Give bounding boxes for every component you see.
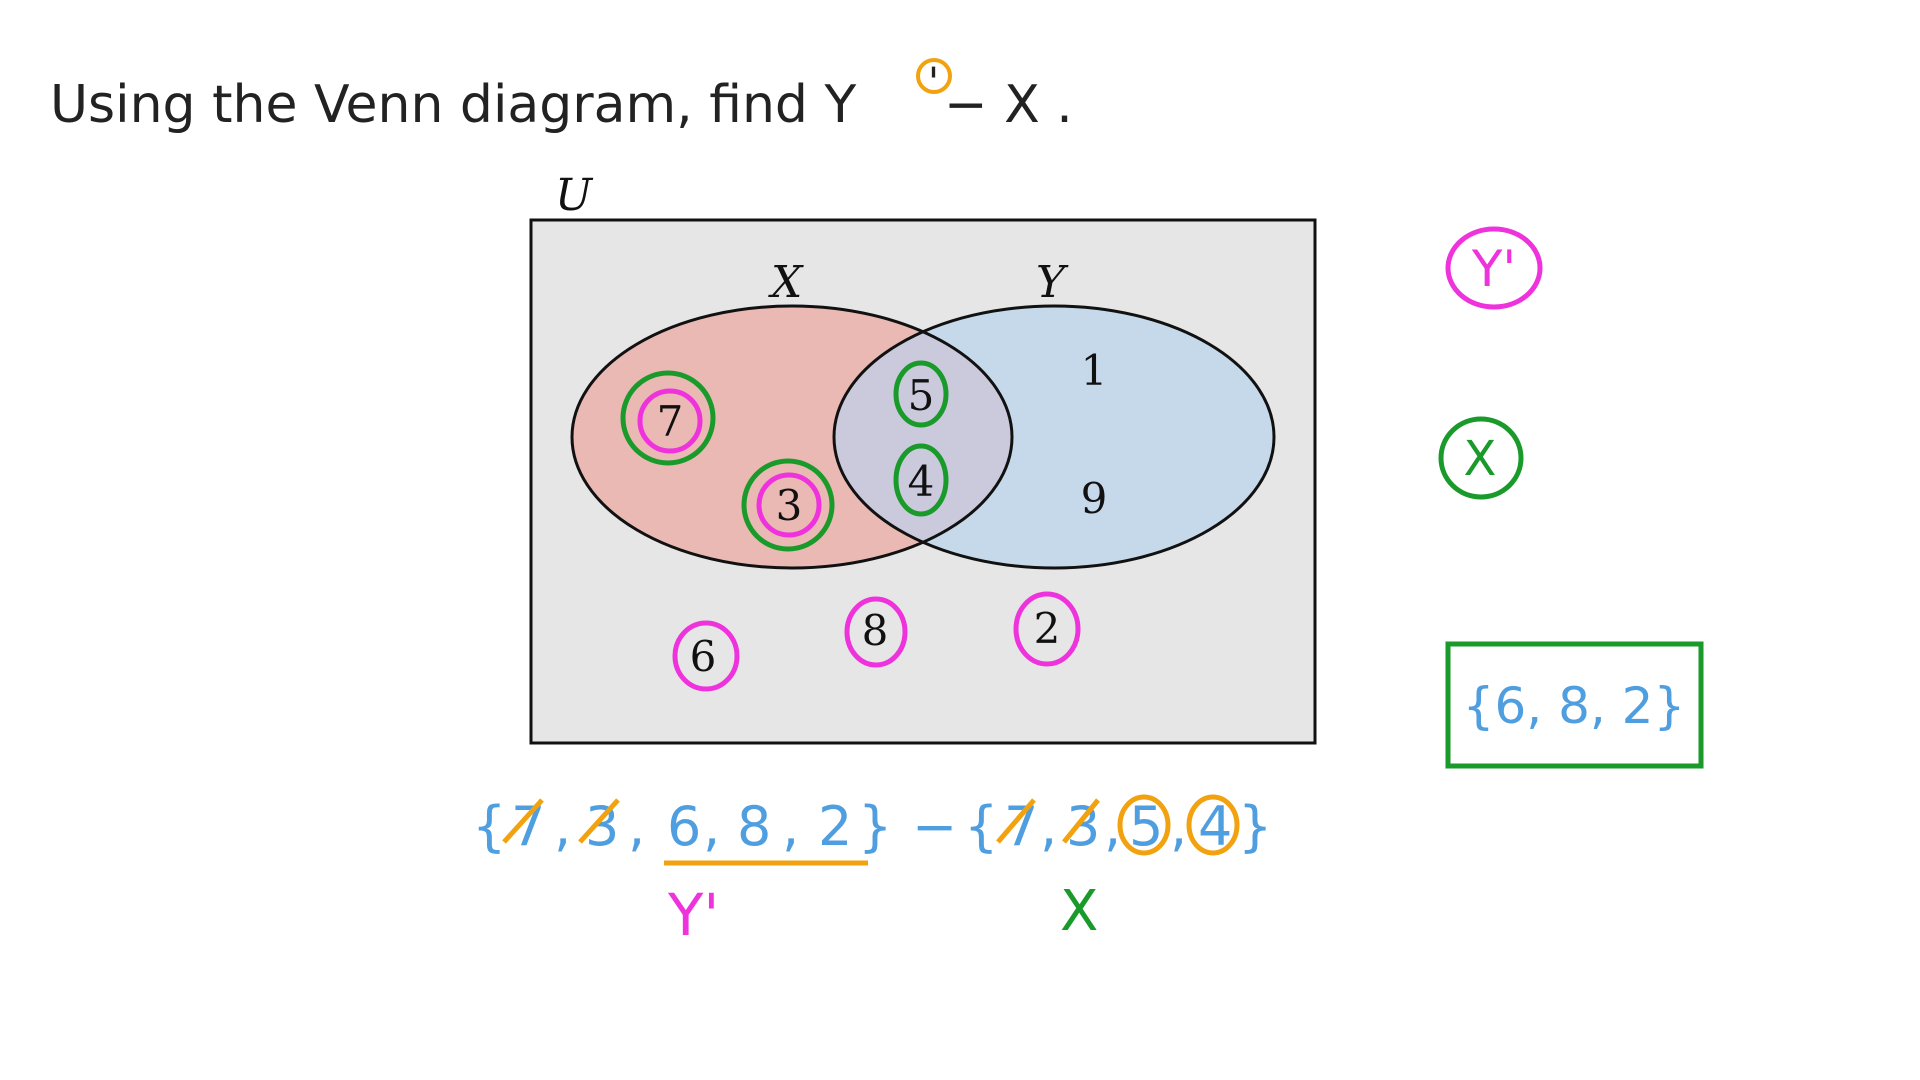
element-3: 3 bbox=[741, 458, 835, 552]
answer-box-frame bbox=[1445, 641, 1704, 769]
element-value: 6 bbox=[690, 632, 717, 681]
question-title: Using the Venn diagram, find Y ' − X . bbox=[50, 58, 1073, 135]
magenta-circle-annotation bbox=[756, 472, 822, 538]
magenta-circle-annotation bbox=[1013, 591, 1081, 667]
caption-x: X bbox=[1060, 879, 1098, 944]
working-line: { 7 , 3 , 6 , 8 , 2 } − { 7 , 3 , 5 , 4 … bbox=[472, 794, 1272, 949]
element-4: 4 bbox=[893, 443, 949, 517]
left-kept-2: 2 bbox=[818, 795, 852, 858]
orange-circle-annotation bbox=[1117, 794, 1171, 856]
universe-label: U bbox=[555, 170, 594, 221]
y-prime-tag-text: Y' bbox=[1471, 240, 1516, 298]
strike-mark bbox=[502, 798, 544, 844]
right-open-brace: { bbox=[964, 795, 998, 858]
question-prime: ' bbox=[928, 60, 939, 106]
magenta-circle-annotation bbox=[672, 620, 740, 692]
element-8: 8 bbox=[844, 596, 908, 668]
minus-sign: − bbox=[912, 795, 957, 858]
x-tag-text: X bbox=[1464, 431, 1497, 487]
answer-box-text: {6, 8, 2} bbox=[1463, 677, 1686, 735]
element-7: 7 bbox=[620, 370, 716, 466]
answer-box: {6, 8, 2} bbox=[1445, 641, 1704, 769]
element-value: 7 bbox=[657, 397, 684, 446]
element-value: 2 bbox=[1034, 604, 1061, 653]
element-value: 3 bbox=[776, 481, 803, 530]
orange-circle-annotation bbox=[1186, 794, 1240, 856]
green-circle-annotation bbox=[741, 458, 835, 552]
green-circle-annotation bbox=[620, 370, 716, 466]
separator-comma: , bbox=[1040, 795, 1057, 858]
left-open-brace: { bbox=[472, 795, 506, 858]
left-kept-6: 6 bbox=[667, 795, 701, 858]
strike-mark bbox=[578, 798, 620, 844]
element-value: 4 bbox=[908, 457, 935, 506]
strike-mark bbox=[996, 798, 1036, 844]
intersection-region bbox=[834, 306, 1012, 568]
element-value: 8 bbox=[862, 606, 889, 655]
caption-y-prime: Y' bbox=[667, 881, 719, 949]
left-close-brace: } bbox=[858, 795, 892, 858]
question-suffix: − X . bbox=[944, 75, 1073, 135]
element-2: 2 bbox=[1013, 591, 1081, 667]
element-5: 5 bbox=[893, 360, 949, 428]
separator-comma: , bbox=[628, 795, 645, 858]
separator-comma: , bbox=[554, 795, 571, 858]
x-tag: X bbox=[1438, 416, 1524, 500]
right-circled-4: 4 bbox=[1198, 795, 1232, 858]
right-circled-5: 5 bbox=[1129, 795, 1163, 858]
y-prime-tag: Y' bbox=[1445, 226, 1543, 310]
separator-comma: , bbox=[782, 795, 799, 858]
green-circle-annotation bbox=[893, 443, 949, 517]
green-circle-annotation bbox=[893, 360, 949, 428]
element-6: 6 bbox=[672, 620, 740, 692]
separator-comma: , bbox=[1104, 795, 1121, 858]
set-y-label: Y bbox=[1036, 257, 1069, 308]
separator-comma: , bbox=[1170, 795, 1187, 858]
element-value: 5 bbox=[908, 371, 935, 420]
set-y-outline bbox=[832, 304, 1276, 570]
venn-diagram: U X Y 7 3 5 4 bbox=[529, 170, 1317, 745]
magenta-circle-annotation bbox=[1445, 226, 1543, 310]
green-circle-annotation bbox=[1438, 416, 1524, 500]
right-close-brace: } bbox=[1238, 795, 1272, 858]
element-9: 9 bbox=[1081, 474, 1108, 523]
separator-comma: , bbox=[703, 795, 720, 858]
set-x-outline bbox=[570, 304, 1014, 570]
set-x-label: X bbox=[768, 257, 804, 308]
strike-mark bbox=[1062, 798, 1100, 844]
element-1: 1 bbox=[1081, 346, 1108, 395]
prime-highlight-circle bbox=[916, 58, 952, 94]
question-prefix: Using the Venn diagram, find Y bbox=[50, 75, 856, 135]
magenta-circle-annotation bbox=[844, 596, 908, 668]
magenta-circle-annotation bbox=[637, 388, 703, 454]
left-kept-8: 8 bbox=[737, 795, 771, 858]
